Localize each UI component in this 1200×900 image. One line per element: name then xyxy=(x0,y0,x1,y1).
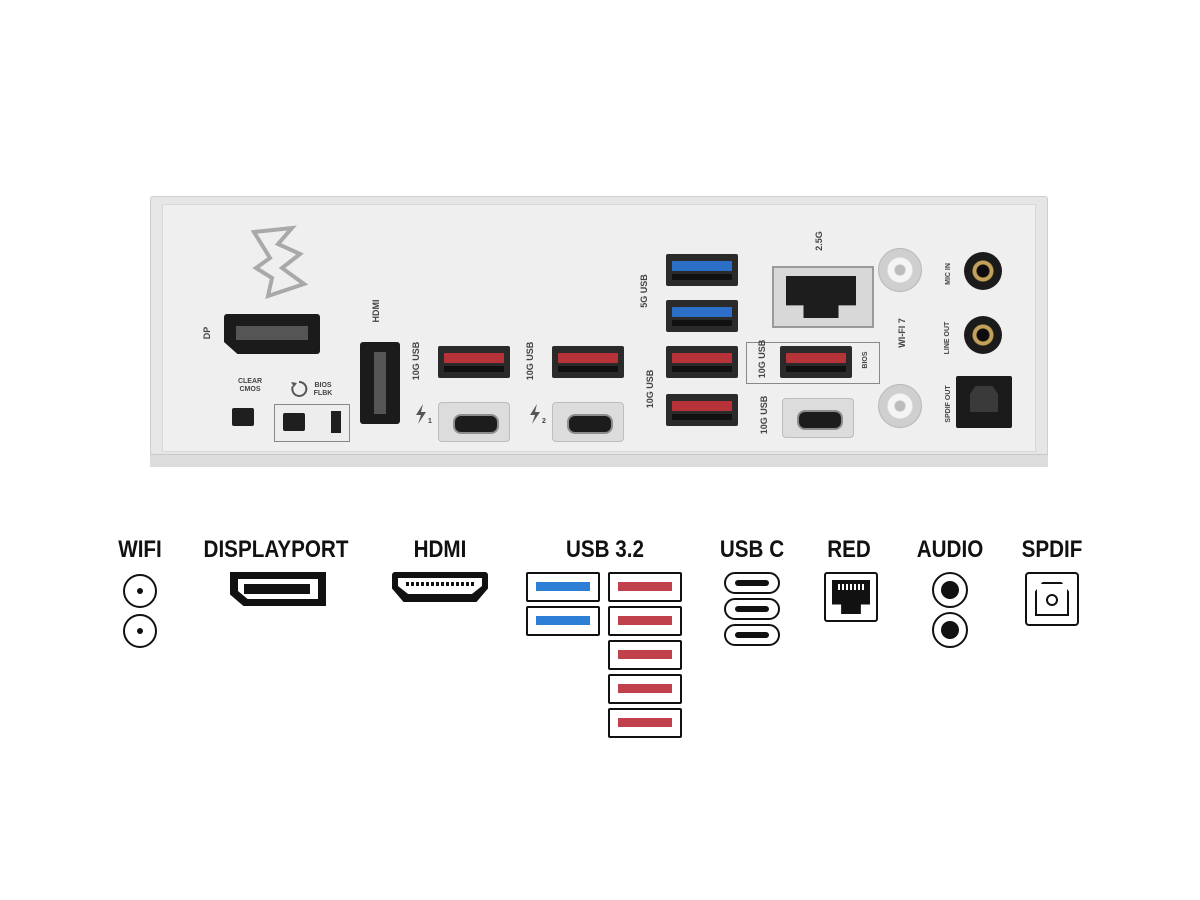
audio-jack-icon xyxy=(932,572,968,608)
usb-a-red-icon xyxy=(608,640,682,670)
hdmi-label: HDMI xyxy=(371,299,381,323)
usb-a-5g-port-2 xyxy=(666,300,738,332)
ethernet-port xyxy=(772,266,874,328)
usb-10g-label-1: 10G USB xyxy=(411,341,421,381)
wifi-antenna-connector-2 xyxy=(878,384,922,428)
spdif-out-port xyxy=(956,376,1012,428)
bios-label: BIOS xyxy=(862,351,869,369)
spdif-icon xyxy=(1025,572,1079,626)
usb-c-thunderbolt-port-2 xyxy=(552,402,624,442)
spdif-out-label: SPDIF OUT xyxy=(945,385,952,423)
clear-cmos-label: CLEAR CMOS xyxy=(237,378,263,393)
usb-10g-bios-label: 10G USB xyxy=(757,339,767,379)
clear-cmos-button[interactable] xyxy=(232,408,254,426)
wifi7-label: WI-FI 7 xyxy=(897,318,907,348)
mic-in-label: MIC IN xyxy=(945,263,952,285)
usb-c-10g-port xyxy=(782,398,854,438)
usb-a-red-icon xyxy=(608,674,682,704)
audio-jack-icon xyxy=(932,612,968,648)
usb-c-icon xyxy=(724,598,780,620)
dp-label: DP xyxy=(202,326,212,340)
usb-a-10g-port-2 xyxy=(552,346,624,378)
usb-c-icon xyxy=(724,572,780,594)
hdmi-port xyxy=(360,342,400,424)
lan-speed-label: 2.5G xyxy=(814,231,824,251)
bios-flashback-button[interactable] xyxy=(283,413,305,431)
usb-10g-label-2: 10G USB xyxy=(525,341,535,381)
wifi-antenna-icon xyxy=(123,574,157,608)
bios-usb-bracket xyxy=(746,342,880,384)
legend-wifi-label: WIFI xyxy=(118,536,162,563)
usb-a-10g-port-4 xyxy=(666,394,738,426)
usb-c-thunderbolt-port-1 xyxy=(438,402,510,442)
bios-flashback-icon xyxy=(291,380,308,397)
io-shield-plate: DP CLEAR CMOS BIOS FLBK HDMI 10G USB 1 1… xyxy=(162,204,1036,452)
usb-a-blue-icon xyxy=(526,606,600,636)
io-shield: DP CLEAR CMOS BIOS FLBK HDMI 10G USB 1 1… xyxy=(150,196,1048,467)
wifi-antenna-connector-1 xyxy=(878,248,922,292)
rog-logo-icon xyxy=(250,225,309,300)
line-out-jack xyxy=(964,316,1002,354)
usb-a-red-icon xyxy=(608,606,682,636)
bios-flbk-label: BIOS FLBK xyxy=(313,382,333,397)
ethernet-icon xyxy=(824,572,878,622)
usb-10g-c-label: 10G USB xyxy=(759,395,769,435)
legend-audio-label: AUDIO xyxy=(916,536,984,563)
legend-usbc-label: USB C xyxy=(719,536,785,563)
thunderbolt-number-2: 2 xyxy=(542,418,546,425)
legend-displayport-label: DISPLAYPORT xyxy=(203,536,349,563)
displayport-port xyxy=(224,314,320,354)
usb-a-10g-port-1 xyxy=(438,346,510,378)
usb-c-icon xyxy=(724,624,780,646)
usb-a-bios-port xyxy=(780,346,852,378)
usb-5g-label: 5G USB xyxy=(639,274,649,308)
usb-a-blue-icon xyxy=(526,572,600,602)
usb-a-red-icon xyxy=(608,708,682,738)
legend-hdmi-label: HDMI xyxy=(413,536,467,563)
usb-a-10g-port-3 xyxy=(666,346,738,378)
thunderbolt-number-1: 1 xyxy=(428,418,432,425)
displayport-icon xyxy=(230,572,326,606)
bios-flashback-bracket xyxy=(274,404,350,442)
legend-red-label: RED xyxy=(827,536,871,563)
mic-in-jack xyxy=(964,252,1002,290)
thunderbolt-icon-1 xyxy=(416,404,426,424)
hdmi-icon xyxy=(392,572,488,602)
thunderbolt-icon-2 xyxy=(530,404,540,424)
usb-a-5g-port-1 xyxy=(666,254,738,286)
usb-10g-label-3: 10G USB xyxy=(645,369,655,409)
legend-usb32-label: USB 3.2 xyxy=(565,536,644,563)
wifi-antenna-icon xyxy=(123,614,157,648)
usb-a-red-icon xyxy=(608,572,682,602)
io-shield-bottom-lip xyxy=(150,454,1048,467)
legend-spdif-label: SPDIF xyxy=(1021,536,1083,563)
line-out-label: LINE OUT xyxy=(944,321,951,355)
